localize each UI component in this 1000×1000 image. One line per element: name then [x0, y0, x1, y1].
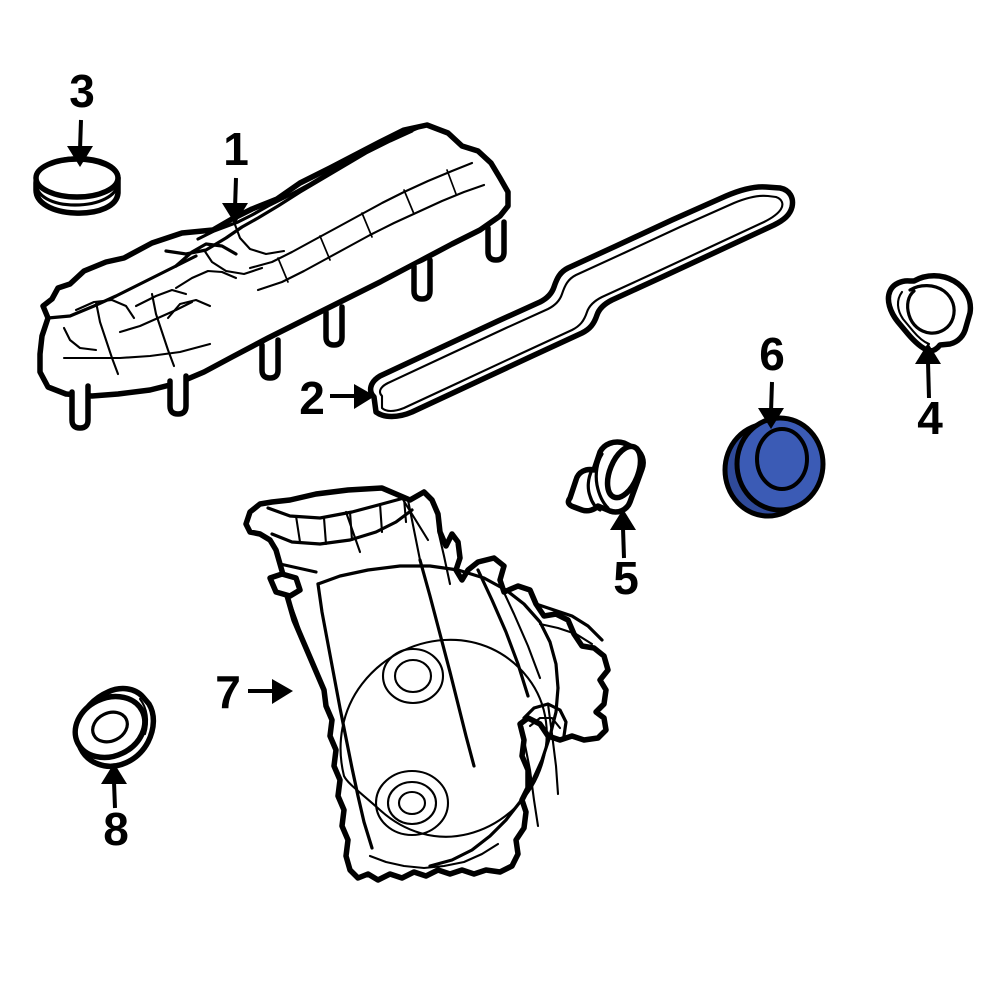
callout-8-leader	[112, 781, 117, 809]
callout-8-label: 8	[103, 803, 129, 855]
callout-3-leader	[78, 119, 83, 151]
part-crankshaft-pulley-seal[interactable]	[722, 415, 826, 519]
callout-1-arrowhead-icon	[222, 203, 248, 224]
part-timing-cover[interactable]	[243, 485, 611, 883]
callout-8-arrowhead-icon	[101, 763, 127, 784]
callout-6-label: 6	[759, 328, 785, 380]
callout-2-label: 2	[299, 372, 325, 424]
callout-4-arrowhead-icon	[915, 343, 941, 364]
callout-3[interactable]: 3	[67, 65, 95, 167]
pulley-seal-hub	[755, 427, 809, 491]
callout-4[interactable]: 4	[915, 343, 943, 444]
callout-1-label: 1	[223, 123, 249, 175]
callout-6[interactable]: 6	[758, 328, 785, 429]
callout-5-leader	[621, 527, 626, 559]
callout-6-arrowhead-icon	[758, 408, 784, 429]
callout-3-label: 3	[69, 65, 95, 117]
part-valve-cover[interactable]	[37, 122, 511, 431]
part-oil-filler-cap[interactable]	[33, 156, 121, 216]
callout-8[interactable]: 8	[101, 763, 129, 855]
callout-5[interactable]: 5	[610, 509, 639, 604]
part-crankshaft-front-seal-ring[interactable]	[65, 685, 157, 769]
callout-2-arrowhead-icon	[354, 384, 375, 409]
callout-3-arrowhead-icon	[67, 146, 93, 167]
callout-7[interactable]: 7	[215, 666, 293, 718]
callout-6-leader	[769, 381, 774, 413]
callout-2[interactable]: 2	[299, 372, 375, 424]
callout-4-leader	[926, 361, 931, 399]
callout-1[interactable]: 1	[222, 123, 249, 224]
part-valve-cover-gasket[interactable]	[367, 184, 796, 420]
callout-7-arrowhead-icon	[272, 679, 293, 704]
callout-5-label: 5	[613, 552, 639, 604]
part-camshaft-seal-cap[interactable]	[885, 273, 974, 354]
callout-5-arrowhead-icon	[610, 509, 636, 530]
callout-4-label: 4	[917, 392, 943, 444]
part-cylinder-plug[interactable]	[565, 439, 647, 515]
callout-7-label: 7	[215, 666, 241, 718]
